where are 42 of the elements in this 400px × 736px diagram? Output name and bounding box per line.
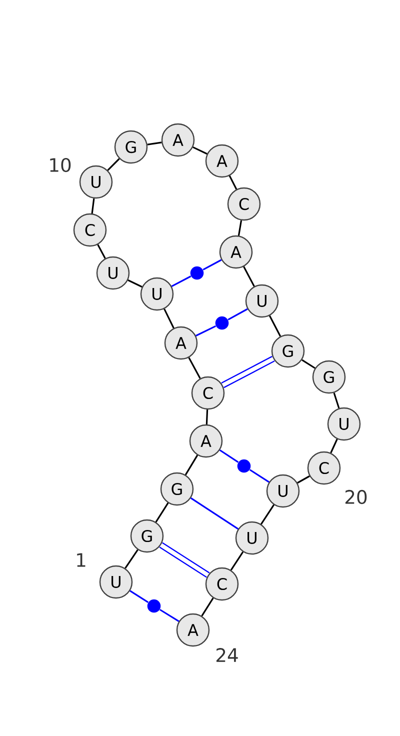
backbone-line: [107, 158, 120, 171]
pair-dot: [147, 599, 161, 613]
backbone-line: [201, 598, 214, 616]
backbone-line: [128, 279, 142, 288]
position-number: 10: [50, 158, 71, 172]
base-pair-line: [219, 449, 239, 463]
backbone-line: [184, 454, 198, 476]
backbone-line: [188, 357, 201, 379]
base-pair-line: [171, 276, 192, 287]
backbone-line: [228, 175, 238, 190]
backbone-line: [330, 438, 338, 454]
base-pair-line: [190, 497, 239, 530]
base-pair-line: [221, 356, 275, 388]
backbone-line: [333, 392, 340, 408]
backbone-line: [147, 142, 162, 146]
base-pair-line: [228, 308, 248, 320]
pair-dot: [215, 316, 229, 330]
base-pair-line: [159, 608, 180, 622]
backbone-line: [238, 220, 242, 236]
position-number: 20: [345, 490, 367, 504]
backbone-line: [260, 504, 275, 525]
backbone-line: [268, 315, 282, 337]
position-number: 1: [77, 553, 86, 567]
pair-dot: [190, 266, 204, 280]
base-pair-line: [249, 469, 270, 483]
pair-dot: [237, 459, 251, 473]
backbone-line: [164, 308, 174, 328]
backbone-line: [297, 475, 310, 484]
position-number: 24: [216, 648, 238, 662]
base-pair-line: [202, 259, 222, 270]
backbone-line: [243, 266, 255, 287]
backbone-line: [206, 410, 208, 424]
backbone-line: [302, 359, 316, 369]
backbone-line: [192, 146, 208, 155]
backbone-line: [97, 244, 106, 259]
backbone-line: [155, 502, 169, 522]
backbone-line: [124, 549, 138, 569]
base-pair-line: [159, 542, 210, 578]
backbone-line: [91, 198, 95, 214]
base-pair-line: [130, 590, 149, 603]
backbone-line: [230, 551, 244, 571]
base-pair-line: [196, 325, 216, 336]
